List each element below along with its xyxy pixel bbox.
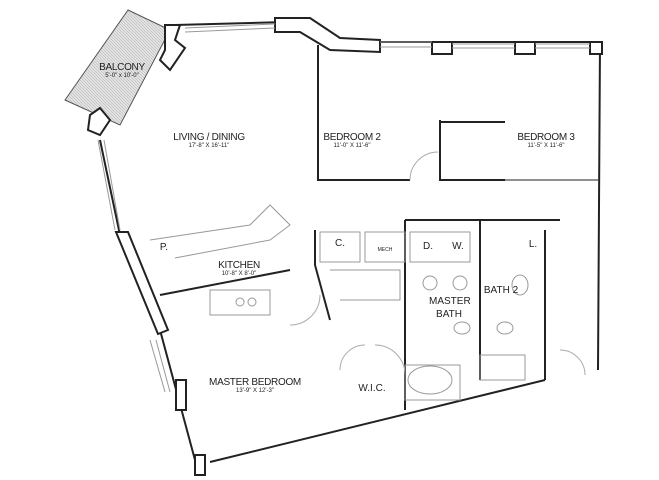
bedroom2-label: BEDROOM 2 11'-0" X 11'-6" — [323, 132, 381, 149]
balcony-label: BALCONY 5'-0" x 10'-0" — [99, 62, 145, 79]
kitchen-label: KITCHEN 10'-8" X 8'-0" — [218, 260, 260, 277]
living-label: LIVING / DINING 17'-8" X 16'-11" — [173, 132, 245, 149]
living-name: LIVING / DINING — [173, 132, 245, 143]
doors — [289, 151, 586, 376]
balcony-dims: 5'-0" x 10'-0" — [105, 73, 139, 79]
dryer-label: D. — [423, 241, 433, 252]
bedroom2-dims: 11'-0" X 11'-6" — [333, 143, 371, 149]
master-bedroom-label: MASTER BEDROOM 13'-9" X 12'-3" — [209, 377, 301, 394]
master-bath-label: MASTER BATH — [429, 296, 471, 320]
linen-label: L. — [528, 239, 538, 250]
bedroom2-name: BEDROOM 2 — [323, 132, 381, 143]
balcony-area — [64, 9, 171, 126]
living-dims: 17'-8" X 16'-11" — [188, 143, 230, 149]
mech-label: MECH — [377, 247, 393, 253]
kitchen-dims: 10'-8" X 8'-0" — [221, 271, 257, 277]
fixtures — [149, 204, 529, 401]
washer-label: W. — [452, 241, 464, 252]
bedroom3-label: BEDROOM 3 11'-5" X 11'-6" — [517, 132, 575, 149]
wall-columns — [86, 17, 603, 476]
closet-label: C. — [335, 238, 345, 249]
bedroom3-dims: 11'-5" X 11'-6" — [527, 143, 565, 149]
bath2-label: BATH 2 — [483, 285, 519, 296]
bedroom3-name: BEDROOM 3 — [517, 132, 575, 143]
master-bedroom-dims: 13'-9" X 12'-3" — [236, 388, 274, 394]
kitchen-name: KITCHEN — [218, 260, 260, 271]
windows — [97, 23, 590, 393]
pantry-label: P. — [159, 242, 169, 253]
master-bedroom-name: MASTER BEDROOM — [209, 377, 301, 388]
balcony-name: BALCONY — [99, 62, 145, 73]
wic-label: W.I.C. — [358, 383, 386, 394]
